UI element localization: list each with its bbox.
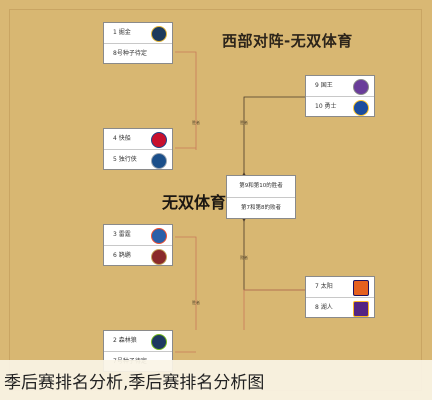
team-row: 2 森林狼	[104, 331, 172, 352]
watermark-text: 无双体育	[162, 193, 227, 212]
team-row: 9 国王	[306, 76, 374, 97]
team-label: 9 国王	[315, 82, 333, 89]
playin-card-1: 9 国王 10 勇士	[305, 75, 375, 117]
nuggets-logo-icon	[151, 26, 167, 42]
team-row: 10 勇士	[306, 97, 374, 117]
team-label: 1 掘金	[113, 29, 131, 36]
bracket-line-3	[175, 236, 197, 330]
kings-logo-icon	[353, 79, 369, 95]
team-row: 3 雷霆	[104, 225, 172, 246]
suns-logo-icon	[353, 280, 369, 296]
playin-line-2	[243, 219, 305, 291]
team-label: 8号种子待定	[113, 50, 147, 57]
team-row: 8 湖人	[306, 298, 374, 318]
playin-line-1	[243, 96, 305, 175]
thunder-logo-icon	[151, 228, 167, 244]
team-row: 4 快船	[104, 129, 172, 150]
caption-text: 季后赛排名分析,季后赛排名分析图	[4, 373, 265, 393]
connector-label: 胜者	[240, 120, 248, 125]
playin-result-box: 第9和第10的胜者 第7和第8的败者	[226, 175, 296, 219]
team-row: 5 独行侠	[104, 150, 172, 170]
matchup-card-3: 3 雷霆 6 鹈鹕	[103, 224, 173, 266]
bracket-line-1	[175, 51, 197, 150]
caption-bar: 季后赛排名分析,季后赛排名分析图	[0, 360, 432, 400]
team-label: 6 鹈鹕	[113, 252, 131, 259]
diagram-frame	[9, 9, 422, 391]
playin-line-3	[243, 289, 305, 330]
team-label: 10 勇士	[315, 103, 337, 110]
connector-label: 胜者	[192, 120, 200, 125]
connector-label: 胜者	[192, 300, 200, 305]
lakers-logo-icon	[353, 301, 369, 317]
matchup-card-2: 4 快船 5 独行侠	[103, 128, 173, 170]
playin-line-1-text: 第9和第10的胜者	[227, 176, 295, 198]
pelicans-logo-icon	[151, 249, 167, 265]
team-row: 7 太阳	[306, 277, 374, 298]
clippers-logo-icon	[151, 132, 167, 148]
team-label: 7 太阳	[315, 283, 333, 290]
playin-line-2-text: 第7和第8的败者	[241, 205, 281, 211]
warriors-logo-icon	[353, 100, 369, 116]
team-row: 6 鹈鹕	[104, 246, 172, 266]
team-label: 3 雷霆	[113, 231, 131, 238]
matchup-card-1: 1 掘金 8号种子待定	[103, 22, 173, 64]
team-label: 5 独行侠	[113, 156, 137, 163]
playin-card-2: 7 太阳 8 湖人	[305, 276, 375, 318]
team-label: 2 森林狼	[113, 337, 137, 344]
team-label: 8 湖人	[315, 304, 333, 311]
diagram-title: 西部对阵-无双体育	[222, 32, 353, 50]
team-row: 8号种子待定	[104, 44, 172, 64]
mavericks-logo-icon	[151, 153, 167, 169]
team-row: 1 掘金	[104, 23, 172, 44]
connector-label: 败者	[240, 255, 248, 260]
timberwolves-logo-icon	[151, 334, 167, 350]
team-label: 4 快船	[113, 135, 131, 142]
